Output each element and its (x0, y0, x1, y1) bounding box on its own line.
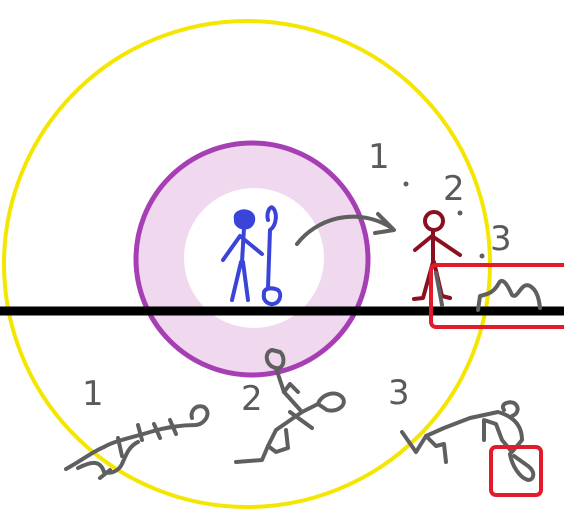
red-figure-head (423, 210, 445, 232)
label-bottom-3: 3 (388, 373, 410, 413)
blue-figure-body (221, 226, 264, 302)
curved-arrow-icon (295, 212, 396, 246)
stick-figure-icon (412, 210, 462, 301)
label-top-3: 3 (490, 219, 512, 259)
label-bottom-1: 1 (82, 374, 104, 414)
center-disc (184, 188, 324, 328)
blue-figure-staff (265, 205, 278, 290)
figure-sequence-2 (234, 348, 346, 464)
stick-figure-with-staff-icon (221, 205, 283, 307)
highlight-box-top-right (429, 263, 564, 329)
figure-sequence-3 (400, 400, 536, 482)
blue-figure-head (233, 209, 256, 230)
label-top-2: 2 (443, 169, 465, 209)
label-top-1: 1 (368, 137, 390, 177)
dot-3 (479, 253, 485, 259)
dot-2 (457, 210, 463, 216)
red-figure-body (412, 228, 462, 301)
crawling-figure-top-right (434, 271, 542, 312)
label-bottom-2: 2 (241, 379, 263, 419)
dot-1 (403, 181, 409, 187)
highlight-box-bottom-right (489, 445, 543, 497)
figure-sequence-1 (64, 404, 210, 480)
blue-figure-staff-bottom (261, 286, 283, 307)
